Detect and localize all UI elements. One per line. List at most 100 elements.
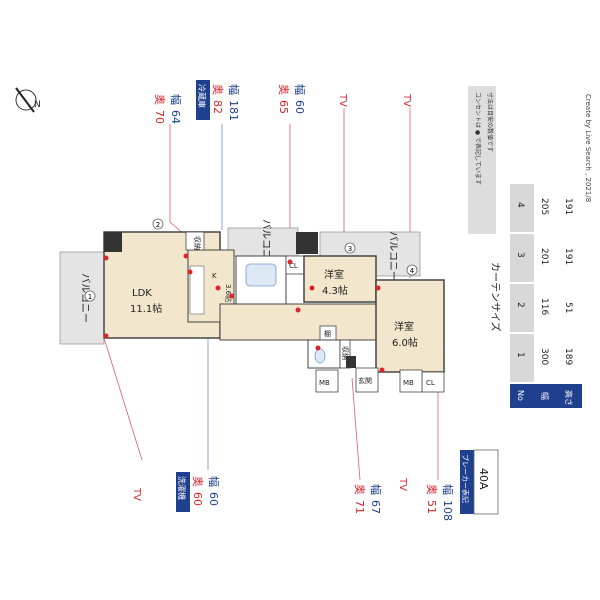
tv-label-top-1: TV xyxy=(337,93,348,107)
ct-row3-width: 201 xyxy=(539,248,549,265)
c3-depth-label: 奥 xyxy=(277,84,291,95)
western-room-2 xyxy=(375,279,445,373)
breaker-value: 40A xyxy=(477,468,490,490)
c6-width-label: 幅 xyxy=(441,484,454,495)
credit-text: Create by Live Search , 2021/8 xyxy=(584,94,592,202)
western1-size: 4.3帖 xyxy=(322,284,348,297)
c1-width: 64 xyxy=(169,110,182,124)
pillar xyxy=(104,232,122,252)
breaker-box: ブレーカー表記 40A xyxy=(460,449,499,515)
balcony-top2-label: バルコニー xyxy=(387,231,399,281)
ct-row4-height: 191 xyxy=(563,198,573,215)
compass-icon: N xyxy=(15,87,41,113)
c4-width: 60 xyxy=(207,492,220,506)
ldk-label: LDK xyxy=(132,288,152,299)
ct-row4-width: 205 xyxy=(539,198,549,215)
ct-row2-no: 2 xyxy=(515,302,525,308)
ct-row2-height: 51 xyxy=(563,302,573,313)
window-number-2: 2 xyxy=(156,221,160,229)
c4-tag: 洗濯機 xyxy=(177,476,187,500)
c2-width-label: 幅 xyxy=(227,84,240,95)
notes-line2: 寸法は目安の数値です xyxy=(486,92,494,152)
storage2 xyxy=(339,339,351,369)
mb1 xyxy=(315,369,339,393)
outlet-dots xyxy=(103,253,385,373)
kitchen-label: K xyxy=(212,272,217,280)
ct-row3-height: 191 xyxy=(563,248,573,265)
ct-header-height: 高さ xyxy=(564,390,574,406)
western-room-1 xyxy=(303,255,377,303)
ct-header-no: No xyxy=(516,390,525,401)
tv-label-bottom-1: TV xyxy=(131,487,142,501)
cl2-label: CL xyxy=(426,379,435,387)
entrance-label: 玄関 xyxy=(358,376,372,385)
kitchen-counter xyxy=(189,265,205,315)
c2-tag: 冷蔵庫 xyxy=(197,84,207,108)
window-number-3: 3 xyxy=(348,245,352,253)
western2-label: 洋室 xyxy=(394,320,414,333)
kitchen-size: 3.6帖 xyxy=(224,284,233,302)
c2-tag-box xyxy=(196,80,210,120)
callout-c3: 奥 65 幅 60 xyxy=(277,84,306,114)
c1-depth: 70 xyxy=(153,110,166,124)
c6-depth-label: 奥 xyxy=(425,484,439,495)
mb1-label: MB xyxy=(319,379,330,387)
toilet-icon xyxy=(314,348,326,364)
cl1-label: CL xyxy=(289,262,298,270)
pillar xyxy=(296,232,318,254)
ct-header-width: 幅 xyxy=(540,392,550,400)
storage3-label: 棚 xyxy=(324,329,331,338)
c2-width: 181 xyxy=(227,100,240,121)
c3-depth: 65 xyxy=(277,100,290,114)
callout-c2: 冷蔵庫 奥 82 幅 181 xyxy=(196,80,240,121)
callout-c1: 奥 70 幅 64 xyxy=(153,94,182,124)
c1-width-label: 幅 xyxy=(169,94,182,105)
curtain-table-title: カーテンサイズ xyxy=(489,262,502,332)
ct-row4-no: 4 xyxy=(515,202,525,208)
notes-box: コンセントは ● で表記しています 寸法は目安の数値です xyxy=(468,86,496,234)
window-number-1: 1 xyxy=(88,293,92,301)
western2-size: 6.0帖 xyxy=(392,336,418,349)
window-number-4: 4 xyxy=(410,267,415,275)
pillar xyxy=(346,356,356,368)
ct-row1-no: 1 xyxy=(515,352,525,358)
storage2-label: 収納 xyxy=(341,346,350,360)
ct-row2-width: 116 xyxy=(539,298,549,315)
c5-depth-label: 奥 xyxy=(353,484,367,495)
mb2-label: MB xyxy=(403,379,414,387)
c6-depth: 51 xyxy=(425,500,438,514)
mb2 xyxy=(399,369,423,393)
notes-line1: コンセントは ● で表記しています xyxy=(474,92,482,185)
tv-label-top-2: TV xyxy=(401,93,412,107)
c4-width-label: 幅 xyxy=(207,476,220,487)
balcony-left xyxy=(59,251,105,345)
c4-depth: 60 xyxy=(191,492,204,506)
window-number-markers: 1 2 3 4 xyxy=(84,218,418,302)
c4-depth-label: 奥 xyxy=(191,476,205,487)
storage1-label: 収納 xyxy=(193,236,202,250)
callout-c6: 奥 51 幅 108 xyxy=(425,484,454,521)
western1-label: 洋室 xyxy=(324,268,344,281)
c1-depth-label: 奥 xyxy=(153,94,167,105)
callout-c4: 洗濯機 奥 60 幅 60 xyxy=(176,472,220,512)
curtain-table: No 幅 高さ 1 300 189 2 116 51 3 201 191 4 2… xyxy=(510,184,582,408)
c5-width: 67 xyxy=(369,500,382,514)
bathtub-icon xyxy=(245,263,277,287)
callout-c5: 奥 71 幅 67 xyxy=(353,484,382,514)
c3-width: 60 xyxy=(293,100,306,114)
ct-row1-height: 189 xyxy=(563,348,573,365)
ldk-size: 11.1帖 xyxy=(130,302,162,315)
c2-depth: 82 xyxy=(211,100,224,114)
c4-tag-box xyxy=(176,472,190,512)
c6-width: 108 xyxy=(441,500,454,521)
breaker-label: ブレーカー表記 xyxy=(461,454,470,503)
storage1 xyxy=(185,231,205,251)
compass-letter: N xyxy=(34,100,41,110)
ct-row3-no: 3 xyxy=(515,252,525,258)
c2-depth-label: 奥 xyxy=(211,84,225,95)
tv-label-bottom-2: TV xyxy=(397,477,408,491)
entrance xyxy=(355,367,379,393)
c5-depth: 71 xyxy=(353,500,366,514)
c3-width-label: 幅 xyxy=(293,84,306,95)
